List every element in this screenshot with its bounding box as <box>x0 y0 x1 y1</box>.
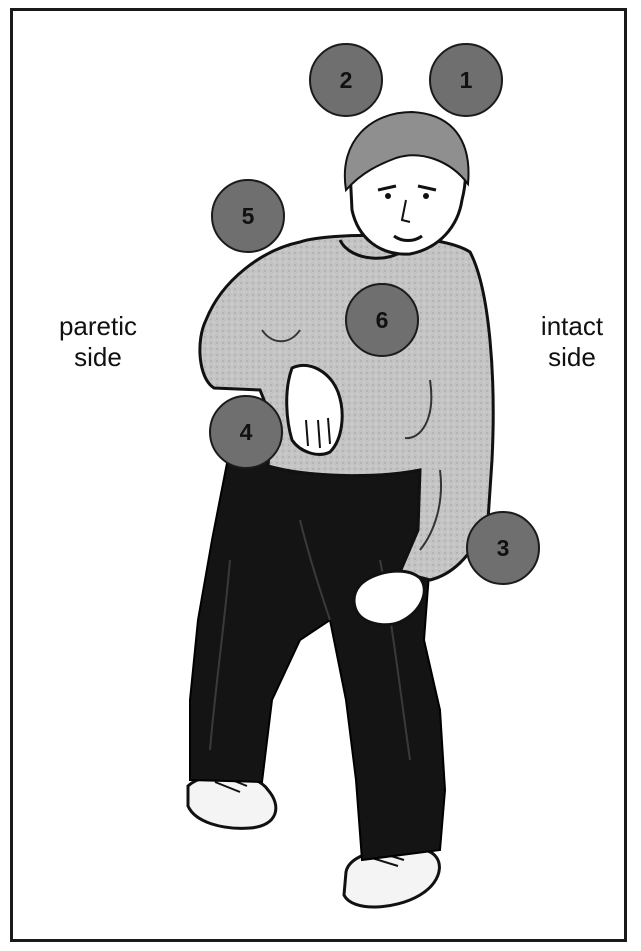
marker-1: 1 <box>429 43 503 117</box>
head <box>345 112 469 254</box>
marker-5: 5 <box>211 179 285 253</box>
marker-6: 6 <box>345 283 419 357</box>
marker-4: 4 <box>209 395 283 469</box>
marker-3: 3 <box>466 511 540 585</box>
marker-2: 2 <box>309 43 383 117</box>
